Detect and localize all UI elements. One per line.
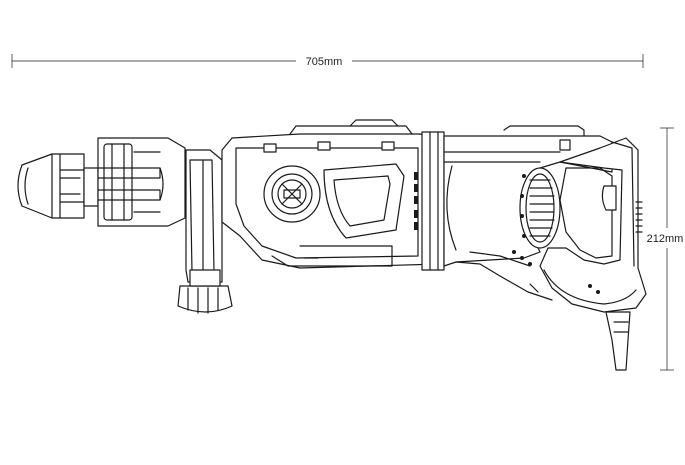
lower-body [455, 251, 553, 301]
gear-housing [221, 119, 441, 269]
housing-ring [421, 131, 445, 271]
front-collar [97, 137, 186, 227]
chuck [17, 153, 99, 219]
motor-housing [443, 125, 613, 267]
height-label: 212mm [647, 233, 684, 245]
housing-recess [323, 163, 405, 239]
length-label: 705mm [306, 56, 343, 68]
length-dimension: 705mm [11, 54, 644, 68]
middle-vent-slots [414, 172, 418, 230]
mode-selector-knob [263, 165, 321, 223]
power-cord [605, 311, 631, 371]
side-handle [177, 149, 233, 314]
rear-handle [512, 137, 647, 313]
height-dimension: 212mm [647, 127, 684, 371]
